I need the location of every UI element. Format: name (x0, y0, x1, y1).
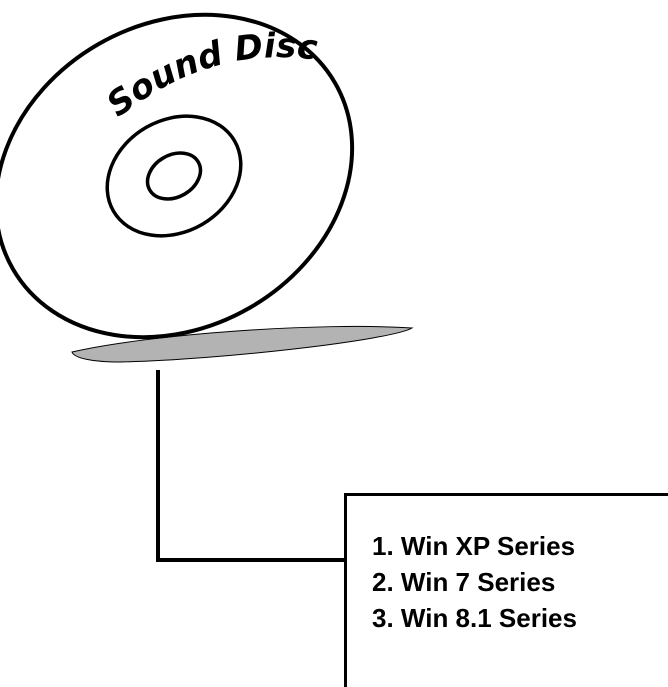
os-list: 1. Win XP Series 2. Win 7 Series 3. Win … (372, 528, 577, 636)
connector-line (156, 370, 346, 562)
os-item-win-xp: 1. Win XP Series (372, 531, 576, 561)
os-support-box: 1. Win XP Series 2. Win 7 Series 3. Win … (344, 493, 668, 687)
os-item-win-7: 2. Win 7 Series (372, 567, 556, 597)
disc-shadow (71, 325, 414, 363)
disc-center-hole (145, 151, 203, 201)
os-item-win-8-1: 3. Win 8.1 Series (372, 603, 577, 633)
disc-outer-ring (0, 12, 355, 340)
disc-middle-ring (105, 114, 243, 238)
cd-disc-icon (0, 12, 355, 340)
